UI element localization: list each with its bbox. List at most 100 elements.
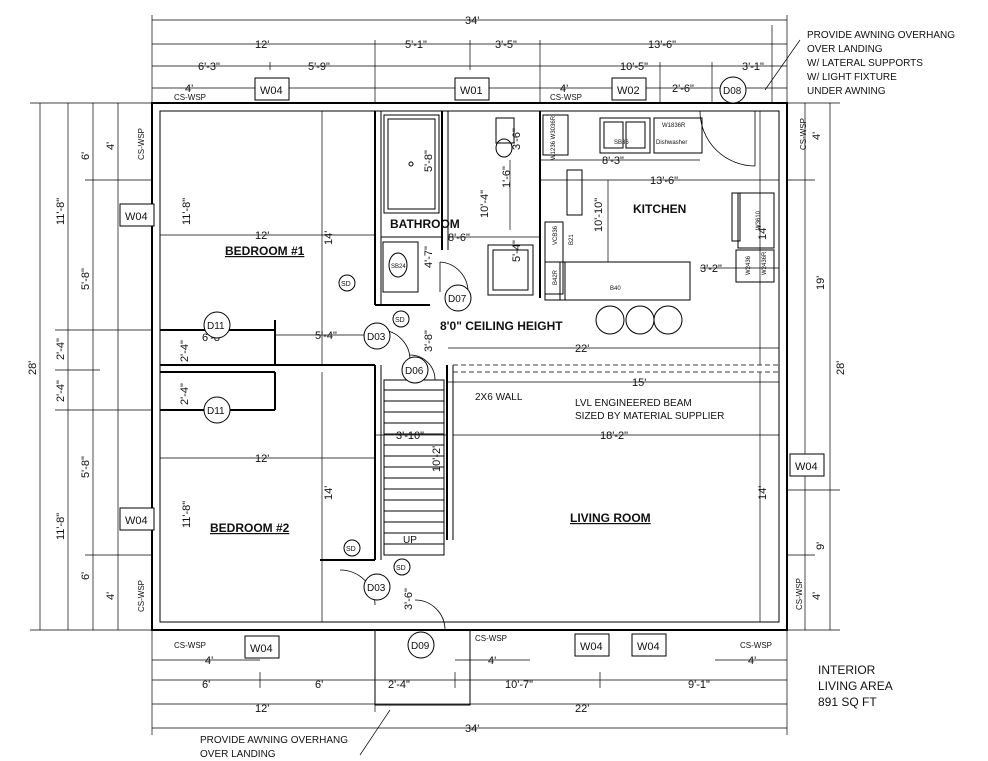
svg-text:CS-WSP: CS-WSP <box>174 93 206 102</box>
svg-text:11'-8": 11'-8" <box>55 513 67 540</box>
exterior-walls <box>151 102 788 631</box>
svg-text:2'-4": 2'-4" <box>55 380 67 402</box>
svg-text:14': 14' <box>757 226 769 240</box>
svg-text:12': 12' <box>255 230 269 242</box>
svg-text:4': 4' <box>185 83 193 95</box>
svg-text:PROVIDE AWNING OVERHANG: PROVIDE AWNING OVERHANG <box>200 735 348 746</box>
svg-text:19': 19' <box>815 276 827 290</box>
svg-text:4'-7": 4'-7" <box>423 246 435 268</box>
window-tags: W04 W01 W02 W04 W04 W04 W04 W04 W04 <box>119 77 825 659</box>
svg-text:3'-6": 3'-6" <box>403 588 415 610</box>
area-note: INTERIOR LIVING AREA 891 SQ FT <box>818 663 893 709</box>
svg-text:4': 4' <box>748 655 756 667</box>
svg-text:W04: W04 <box>580 641 603 653</box>
svg-text:4': 4' <box>205 655 213 667</box>
svg-text:D03: D03 <box>367 332 386 343</box>
bedroom2-label: BEDROOM #2 <box>210 521 290 535</box>
svg-text:D08: D08 <box>723 86 742 97</box>
svg-text:SB36: SB36 <box>614 140 629 146</box>
svg-text:B40: B40 <box>610 286 621 292</box>
svg-text:4': 4' <box>105 142 117 150</box>
svg-text:PROVIDE AWNING OVERHANG: PROVIDE AWNING OVERHANG <box>807 30 955 41</box>
svg-text:SD: SD <box>395 317 405 324</box>
svg-text:SD: SD <box>346 546 356 553</box>
svg-text:CS-WSP: CS-WSP <box>174 641 206 650</box>
svg-text:28': 28' <box>27 361 39 375</box>
svg-text:34': 34' <box>465 15 479 27</box>
svg-text:4': 4' <box>560 83 568 95</box>
stair-treads <box>384 389 444 545</box>
svg-text:CS-WSP: CS-WSP <box>799 118 808 150</box>
svg-text:3'-5": 3'-5" <box>495 39 517 51</box>
svg-text:3'-6": 3'-6" <box>511 128 523 150</box>
svg-text:B21: B21 <box>569 234 575 245</box>
svg-text:W2436: W2436 <box>746 255 752 275</box>
svg-text:2'-6": 2'-6" <box>672 83 694 95</box>
svg-text:12': 12' <box>255 453 269 465</box>
svg-text:W/ LIGHT FIXTURE: W/ LIGHT FIXTURE <box>807 72 897 83</box>
svg-text:5'-8": 5'-8" <box>80 268 92 290</box>
svg-text:D11: D11 <box>207 406 225 417</box>
svg-text:W01: W01 <box>460 85 483 97</box>
svg-text:W2436R: W2436R <box>762 251 768 275</box>
cabinet-labels: W1836R SB36 Dishwasher W1236 W3036R B21 … <box>391 115 768 292</box>
svg-text:1'-6": 1'-6" <box>501 166 513 188</box>
svg-text:28': 28' <box>835 361 847 375</box>
svg-text:10'-5": 10'-5" <box>620 61 648 73</box>
svg-text:LIVING AREA: LIVING AREA <box>818 679 893 693</box>
svg-text:12': 12' <box>255 39 269 51</box>
bottom-dimensions: 4' 4' 4' 6' 6' 2'-4" 10'-7" 9'-1" 12' 22… <box>202 655 756 735</box>
svg-text:W1836R: W1836R <box>662 123 686 129</box>
svg-text:6': 6' <box>202 679 210 691</box>
svg-text:5'-8": 5'-8" <box>423 150 435 172</box>
svg-text:4': 4' <box>811 592 823 600</box>
svg-text:5'-8": 5'-8" <box>80 456 92 478</box>
svg-text:6': 6' <box>80 152 92 160</box>
svg-text:13'-6": 13'-6" <box>650 175 678 187</box>
svg-text:18'-2": 18'-2" <box>600 430 628 442</box>
svg-text:10'-2": 10'-2" <box>431 444 443 472</box>
beam-note-1: LVL ENGINEERED BEAM <box>575 398 692 409</box>
svg-text:W1236 W3036R: W1236 W3036R <box>551 115 557 160</box>
svg-text:10'-4": 10'-4" <box>479 190 491 218</box>
awning-note-top: PROVIDE AWNING OVERHANG OVER LANDING W/ … <box>764 30 955 97</box>
svg-text:CS-WSP: CS-WSP <box>795 578 804 610</box>
svg-text:SD: SD <box>396 565 406 572</box>
svg-text:3'-2": 3'-2" <box>700 263 722 275</box>
svg-text:13'-6": 13'-6" <box>648 39 676 51</box>
svg-text:W04: W04 <box>125 515 148 527</box>
svg-text:W3610: W3610 <box>756 210 762 230</box>
svg-text:8'-6": 8'-6" <box>448 232 470 244</box>
svg-text:CS-WSP: CS-WSP <box>740 641 772 650</box>
ceiling-note: 8'0" CEILING HEIGHT <box>440 319 563 333</box>
svg-text:4': 4' <box>488 655 496 667</box>
svg-text:D09: D09 <box>411 641 430 652</box>
bathroom-label: BATHROOM <box>390 217 460 231</box>
smoke-detectors: SD SD SD SD <box>338 274 411 576</box>
svg-text:UNDER AWNING: UNDER AWNING <box>807 86 886 97</box>
svg-text:5'-4": 5'-4" <box>315 330 337 342</box>
svg-text:W04: W04 <box>125 211 148 223</box>
wall-note: 2X6 WALL <box>475 392 523 403</box>
awning-note-bottom: PROVIDE AWNING OVERHANG OVER LANDING <box>200 709 391 760</box>
top-dimensions: 34' 12' 5'-1" 3'-5" 13'-6" 6'-3" 5'-9" 1… <box>185 15 764 95</box>
svg-text:2'-4": 2'-4" <box>388 679 410 691</box>
svg-text:2'-4": 2'-4" <box>179 340 191 362</box>
svg-text:14': 14' <box>323 231 335 245</box>
svg-text:22': 22' <box>575 703 589 715</box>
svg-text:5'-4": 5'-4" <box>511 240 523 262</box>
svg-text:W04: W04 <box>637 641 660 653</box>
svg-text:5'-9": 5'-9" <box>308 61 330 73</box>
svg-text:D07: D07 <box>448 294 467 305</box>
interior-dimensions: 12' 11'-8" 14' 8'-6" 4'-7" 5'-8" 5'-4" 6… <box>179 128 769 610</box>
svg-text:OVER LANDING: OVER LANDING <box>200 749 276 760</box>
stair-up-label: UP <box>403 535 417 546</box>
left-dimensions: 28' 11'-8" 2'-4" 2'-4" 11'-8" 6' 5'-8" 5… <box>27 142 117 600</box>
svg-text:4': 4' <box>811 132 823 140</box>
svg-text:INTERIOR: INTERIOR <box>818 663 876 677</box>
svg-text:Dishwasher: Dishwasher <box>656 140 687 146</box>
svg-text:3'-1": 3'-1" <box>742 61 764 73</box>
svg-text:D06: D06 <box>405 366 424 377</box>
svg-text:D03: D03 <box>367 583 386 594</box>
